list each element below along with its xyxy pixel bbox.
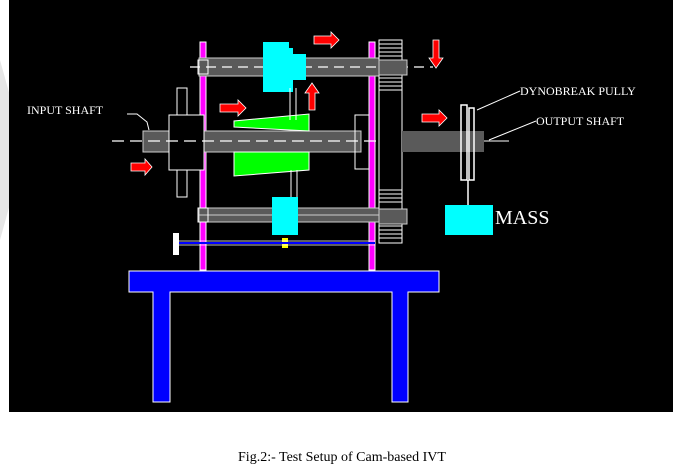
output-shaft-body bbox=[402, 131, 484, 152]
output-shaft-label: OUTPUT SHAFT bbox=[536, 114, 625, 128]
arrow-up-icon bbox=[304, 82, 320, 111]
mass-block bbox=[445, 205, 493, 235]
arrow-right-icon bbox=[130, 157, 153, 177]
dynobreak-pully-label: DYNOBREAK PULLY bbox=[520, 84, 636, 98]
main-shaft bbox=[112, 87, 409, 198]
input-shaft-label: INPUT SHAFT bbox=[27, 103, 104, 117]
bottom-follower bbox=[272, 197, 298, 235]
arrow-right-icon bbox=[219, 99, 247, 117]
arrow-right-icon bbox=[421, 109, 448, 127]
figure-caption: Fig.2:- Test Setup of Cam-based IVT bbox=[238, 450, 446, 465]
output-assembly bbox=[402, 104, 509, 235]
arrow-right-icon bbox=[313, 31, 340, 49]
dynobreak-pulley bbox=[460, 104, 468, 181]
table-body bbox=[128, 270, 440, 403]
mass-label: MASS bbox=[495, 207, 549, 229]
arrows bbox=[130, 31, 448, 177]
gear-stack bbox=[378, 39, 408, 244]
cam-followers bbox=[263, 42, 306, 248]
leader-lines bbox=[127, 90, 537, 141]
diagram-canvas: INPUT SHAFT DYNOBREAK PULLY OUTPUT SHAFT… bbox=[9, 0, 673, 412]
top-follower bbox=[263, 42, 306, 92]
test-setup-diagram: INPUT SHAFT DYNOBREAK PULLY OUTPUT SHAFT… bbox=[27, 31, 636, 403]
adjust-rod bbox=[173, 233, 375, 255]
table bbox=[128, 270, 440, 403]
arrow-down-icon bbox=[428, 39, 444, 69]
